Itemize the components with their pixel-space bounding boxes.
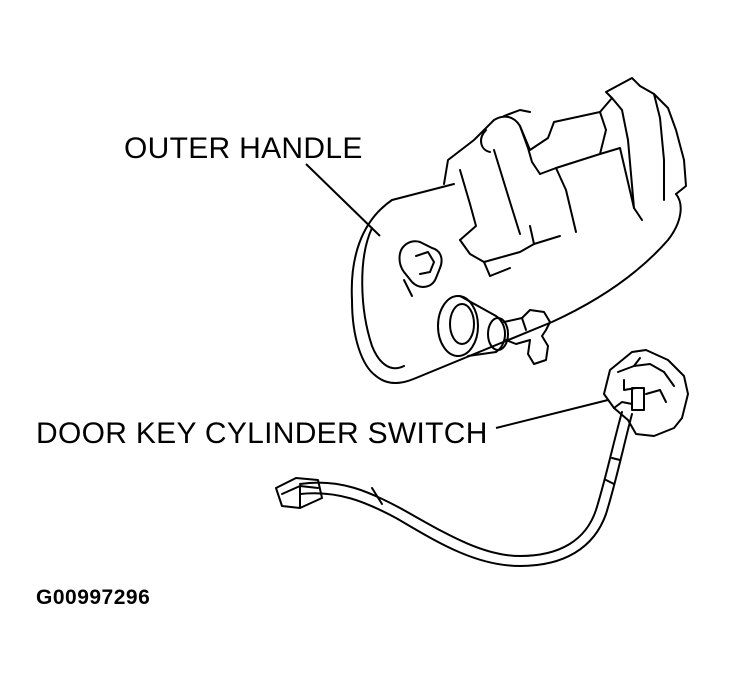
cylinder-rod (504, 310, 550, 364)
outer-handle-leader-line (306, 164, 380, 236)
housing-fitting (400, 241, 442, 287)
housing-inner-rim (362, 228, 404, 368)
handle-housing (352, 194, 681, 383)
switch-body (604, 350, 688, 436)
key-switch-leader-line (496, 400, 608, 428)
key-cylinder-shaft (460, 296, 505, 356)
outer-handle-drawing (352, 78, 686, 383)
outer-handle-label: OUTER HANDLE (124, 132, 363, 165)
key-cylinder-boss (438, 296, 478, 356)
key-cylinder-switch-drawing (276, 350, 688, 566)
handle-lever-arm (444, 78, 686, 194)
figure-id: G00997296 (36, 586, 151, 609)
wire-connector-plug (276, 478, 322, 508)
wire-harness (300, 412, 622, 556)
door-key-cylinder-switch-label: DOOR KEY CYLINDER SWITCH (36, 417, 488, 450)
